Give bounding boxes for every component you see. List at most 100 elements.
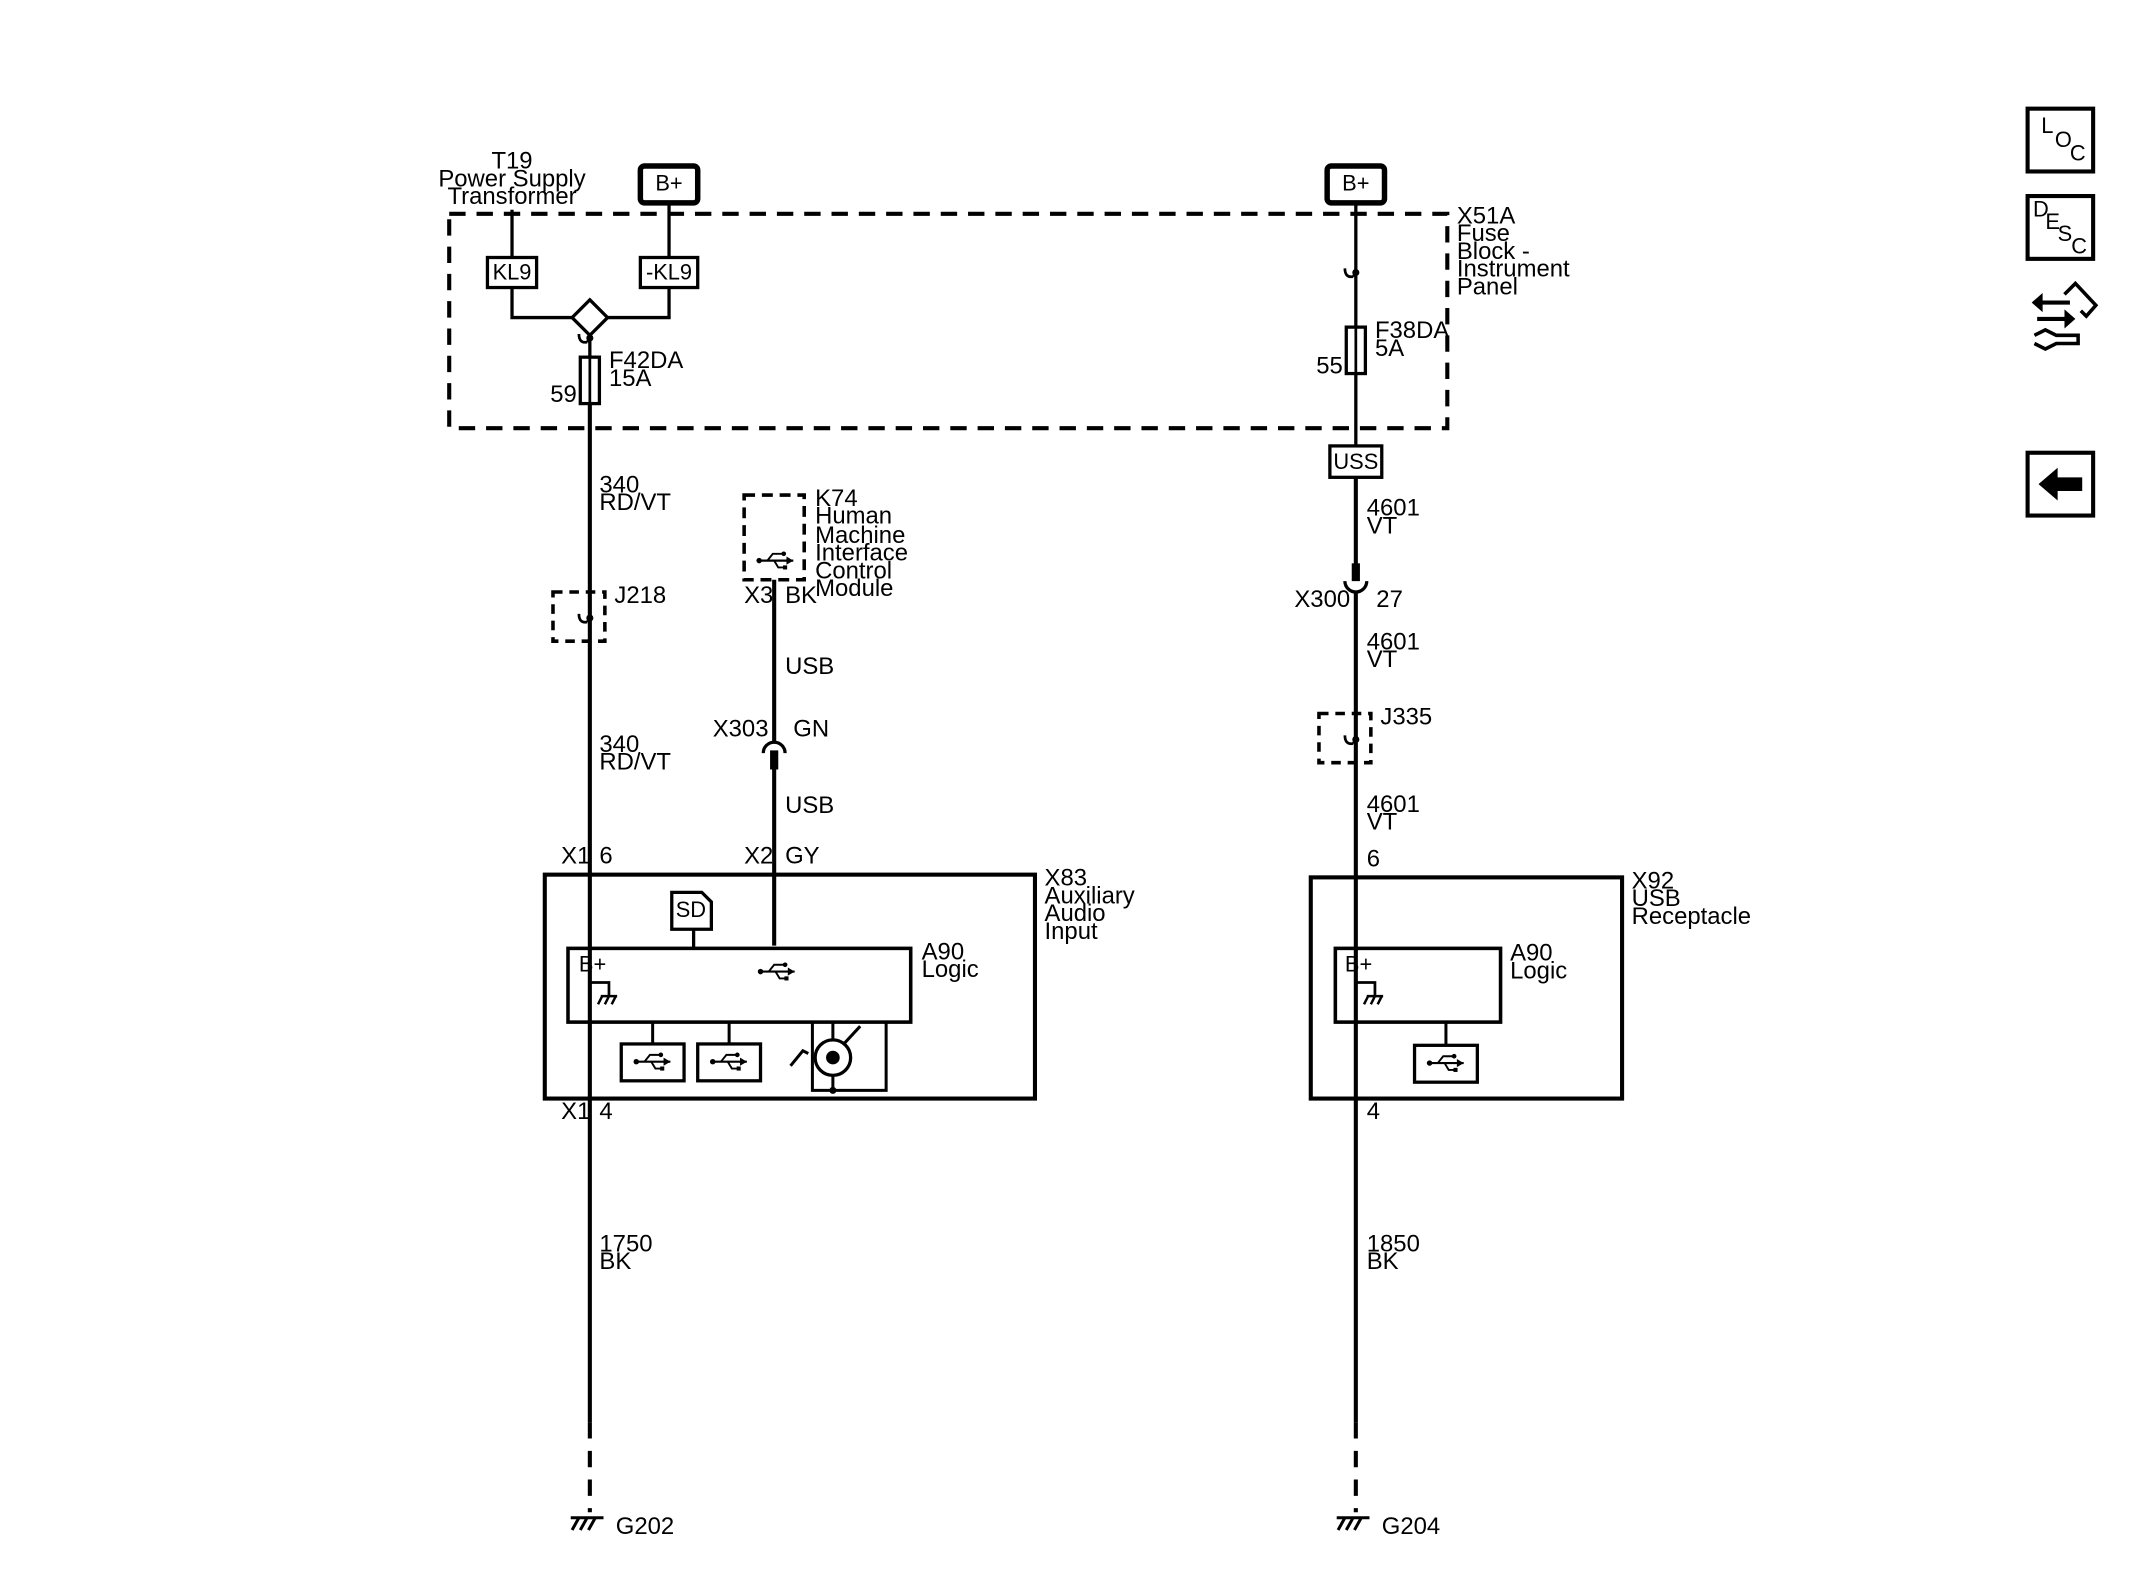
- svg-text:BK: BK: [599, 1248, 631, 1275]
- svg-text:VT: VT: [1367, 809, 1398, 836]
- svg-text:4601: 4601: [1367, 791, 1420, 818]
- x83-top-connector: X1: [561, 843, 590, 870]
- wire-4601-label-2: 4601 VT: [1367, 628, 1420, 673]
- svg-text:Auxiliary: Auxiliary: [1045, 882, 1135, 909]
- svg-text:Interface: Interface: [815, 540, 908, 567]
- fuse-f42da-pin: 59: [550, 381, 577, 408]
- x83-logic-bplus: B+: [579, 952, 606, 977]
- fuse-f38da: [1344, 325, 1368, 376]
- battery-source-right: B+: [1324, 163, 1388, 206]
- svg-text:Panel: Panel: [1457, 273, 1518, 300]
- x83-module: [542, 872, 1038, 1101]
- wire-1750-label: 1750 BK: [599, 1230, 652, 1275]
- connector-service-icon[interactable]: [2031, 280, 2099, 351]
- svg-text:Logic: Logic: [922, 956, 979, 983]
- svg-text:RD/VT: RD/VT: [599, 489, 671, 516]
- loc-letter-c: C: [2070, 141, 2086, 166]
- svg-text:Logic: Logic: [1510, 957, 1567, 984]
- wire-4601-label-1: 4601 VT: [1367, 495, 1420, 540]
- fuse-f42da-label: F42DA 15A: [609, 347, 683, 392]
- x83-x2-color: GY: [785, 843, 820, 870]
- svg-text:-KL9: -KL9: [646, 259, 692, 284]
- x92-label: X92 USB Receptacle: [1632, 867, 1751, 930]
- svg-text:1850: 1850: [1367, 1230, 1420, 1257]
- x92-logic-ground-icon: [1354, 981, 1384, 1023]
- connector-x303: [761, 740, 787, 770]
- sd-card-icon: SD: [670, 890, 714, 931]
- uss-box: USS: [1328, 444, 1384, 479]
- usb-port-2-icon: [696, 1042, 763, 1083]
- svg-text:X51A: X51A: [1457, 202, 1515, 229]
- wire-usb-label-bottom: USB: [785, 792, 834, 819]
- k74-color-bk: BK: [785, 582, 817, 609]
- svg-text:340: 340: [599, 471, 639, 498]
- svg-text:VT: VT: [1367, 646, 1398, 673]
- svg-text:USB: USB: [1632, 885, 1681, 912]
- kl9-box: KL9: [485, 255, 539, 290]
- battery-source-left: B+: [637, 163, 701, 206]
- svg-text:Control: Control: [815, 557, 892, 584]
- svg-text:B+: B+: [655, 171, 682, 196]
- desc-letter-s: S: [2058, 221, 2073, 246]
- svg-text:Module: Module: [815, 575, 893, 602]
- loc-button[interactable]: L O C: [2025, 106, 2096, 174]
- x92-logic-label: A90 Logic: [1510, 940, 1567, 985]
- ground-g204-label: G204: [1382, 1513, 1440, 1540]
- diode-block-icon: [569, 297, 610, 338]
- x83-connector-x2: X2: [744, 843, 773, 870]
- connector-x303-color: GN: [793, 716, 829, 743]
- x83-logic-usb-icon: [756, 961, 796, 982]
- connector-x300-label: X300: [1294, 586, 1350, 613]
- x83-logic-label: A90 Logic: [922, 938, 979, 983]
- loc-letter-o: O: [2055, 127, 2072, 152]
- k74-module: [742, 493, 806, 582]
- svg-text:15A: 15A: [609, 365, 652, 392]
- svg-text:X92: X92: [1632, 867, 1674, 894]
- svg-text:KL9: KL9: [493, 259, 532, 284]
- x83-bottom-connector: X1: [561, 1098, 590, 1125]
- ground-g202-label: G202: [616, 1513, 674, 1540]
- desc-letter-d: D: [2033, 197, 2049, 222]
- svg-text:Fuse: Fuse: [1457, 220, 1510, 247]
- svg-text:340: 340: [599, 731, 639, 758]
- svg-text:VT: VT: [1367, 512, 1398, 539]
- audio-jack-icon: [789, 1022, 888, 1094]
- desc-button[interactable]: D E S C: [2025, 194, 2096, 261]
- svg-text:Transformer: Transformer: [447, 183, 576, 210]
- connector-x303-label: X303: [713, 716, 769, 743]
- svg-text:1750: 1750: [599, 1230, 652, 1257]
- ground-g204-icon: [1335, 1516, 1371, 1532]
- usb-port-1-icon: [619, 1042, 686, 1083]
- fuse-f42da: [578, 355, 602, 406]
- x92-usb-port-icon: [1412, 1043, 1479, 1084]
- back-button[interactable]: [2025, 450, 2096, 518]
- loc-letter-l: L: [2041, 113, 2053, 138]
- splice-j335-label: J335: [1380, 703, 1432, 730]
- wire-usb-label-top: USB: [785, 653, 834, 680]
- x83-bottom-pin: 4: [599, 1098, 612, 1125]
- splice-j335: [1317, 711, 1373, 765]
- splice-j218-label: J218: [614, 582, 666, 609]
- fuse-block-outline: [447, 211, 1450, 431]
- desc-letter-e: E: [2045, 209, 2060, 234]
- wire-1850-label: 1850 BK: [1367, 1230, 1420, 1275]
- x92-bottom-pin: 4: [1367, 1098, 1380, 1125]
- fuse-f38da-pin: 55: [1316, 353, 1343, 380]
- svg-text:Input: Input: [1045, 918, 1098, 945]
- connector-x300: [1343, 563, 1369, 594]
- x92-logic-block: [1333, 946, 1503, 1024]
- svg-text:K74: K74: [815, 485, 857, 512]
- svg-text:Machine: Machine: [815, 522, 905, 549]
- svg-text:USS: USS: [1333, 449, 1378, 474]
- back-arrow-icon: [2038, 467, 2083, 501]
- svg-text:A90: A90: [1510, 940, 1552, 967]
- x83-label: X83 Auxiliary Audio Input: [1045, 865, 1135, 945]
- k74-connector-x3: X3: [744, 582, 773, 609]
- splice-j218: [551, 590, 607, 643]
- svg-text:B+: B+: [1342, 171, 1369, 196]
- fuse-block-label: X51A Fuse Block - Instrument Panel: [1457, 202, 1570, 300]
- svg-text:X83: X83: [1045, 865, 1087, 892]
- x83-top-pin: 6: [599, 843, 612, 870]
- desc-letter-c: C: [2071, 233, 2087, 258]
- svg-text:F42DA: F42DA: [609, 347, 683, 374]
